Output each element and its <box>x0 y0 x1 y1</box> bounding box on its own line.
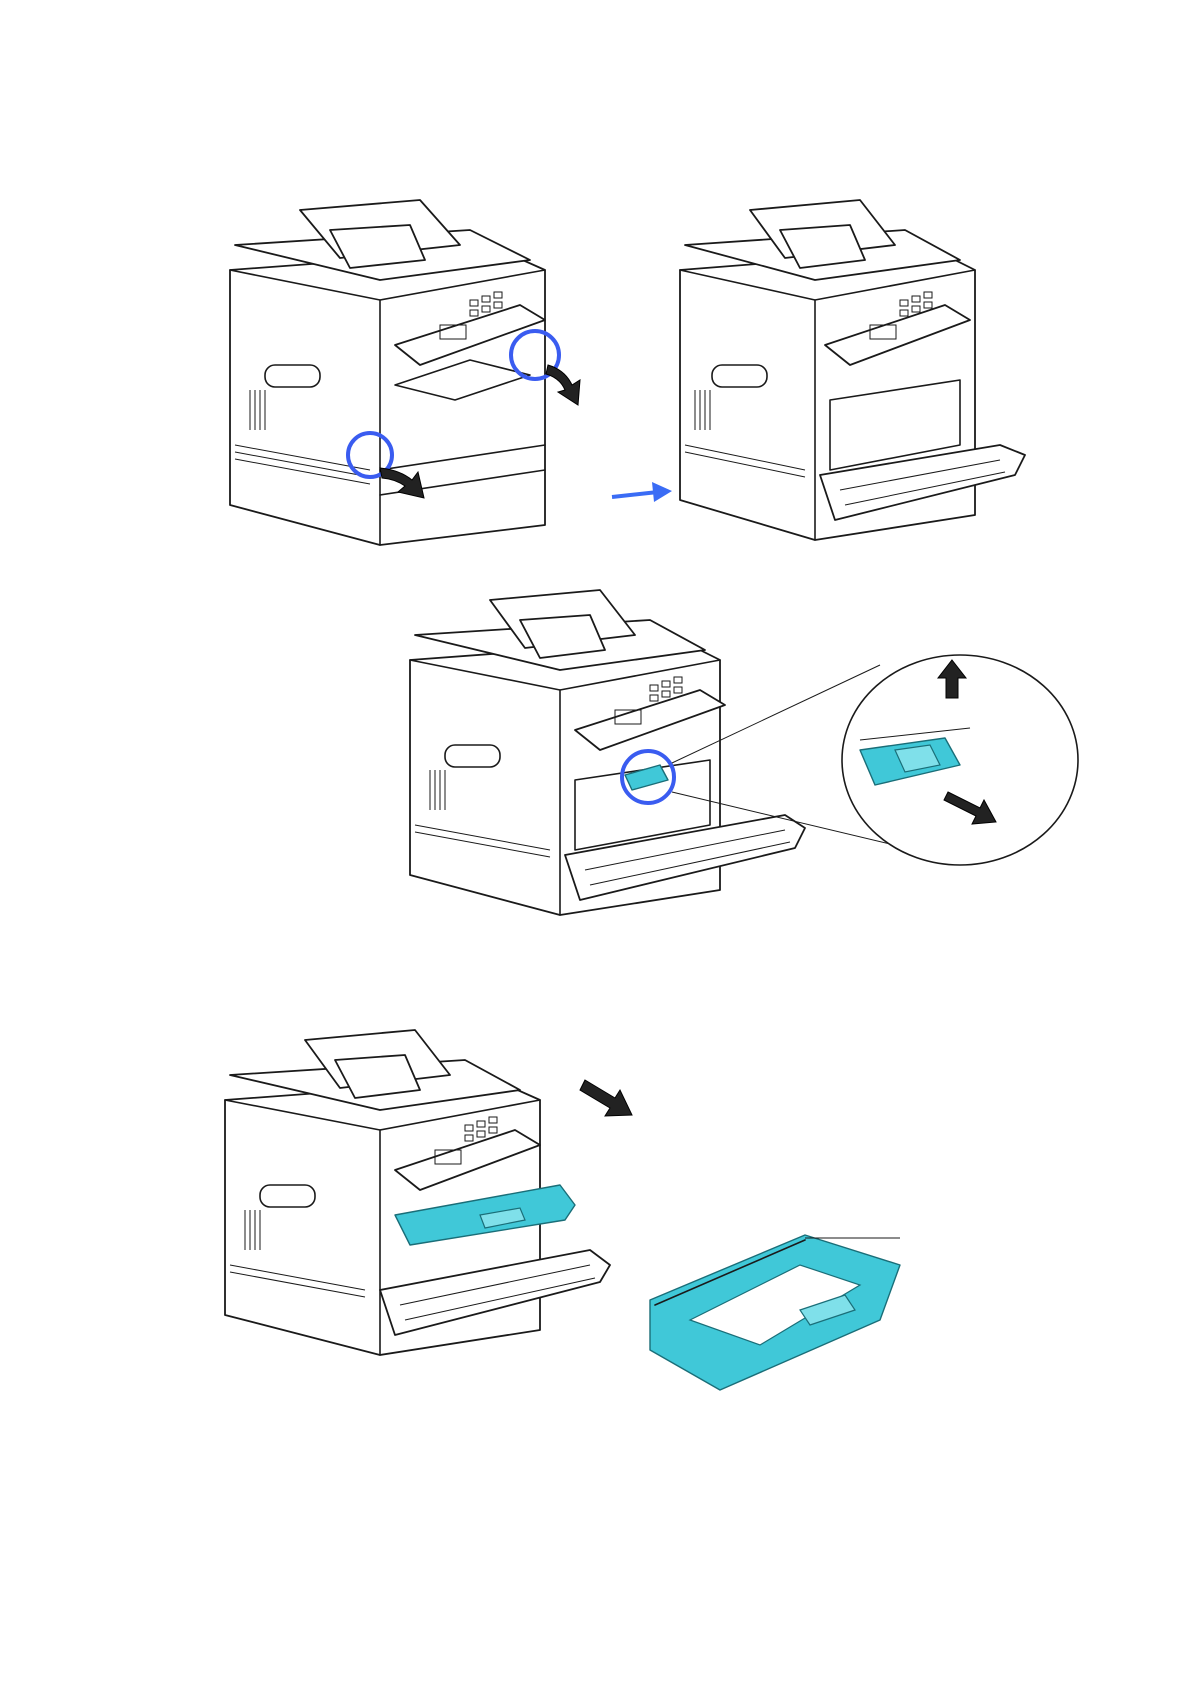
figure-open-cover <box>0 0 1191 560</box>
printer-illustration-closed <box>230 200 580 545</box>
figure-remove-drum <box>0 1020 1191 1420</box>
figure-release-lever <box>0 580 1191 980</box>
printer-illustration-lever <box>410 590 805 915</box>
diagonal-arrow-icon <box>580 1080 632 1116</box>
rotate-arrow-icon <box>546 365 580 405</box>
drum-unit-illustration <box>650 1235 900 1390</box>
printer-illustration-open <box>680 200 1025 540</box>
right-arrow-icon <box>612 482 672 502</box>
printer-illustration-drum <box>225 1030 610 1355</box>
